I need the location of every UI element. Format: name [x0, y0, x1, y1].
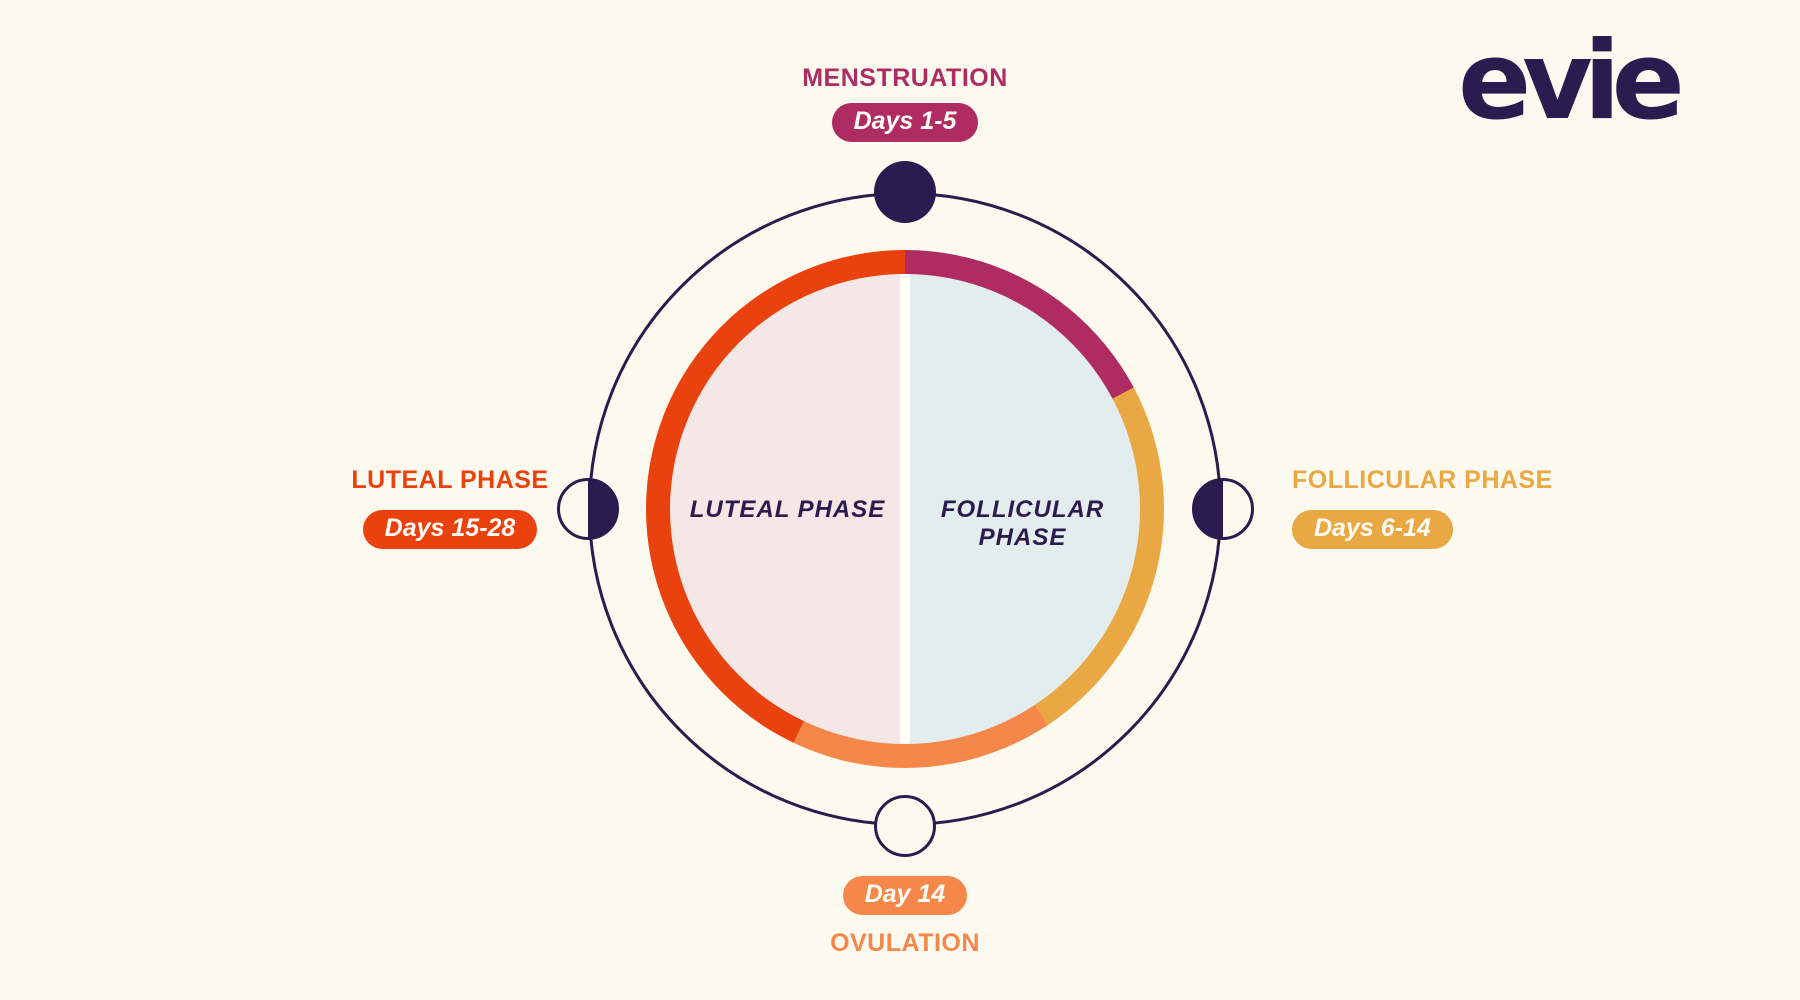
luteal-label-group: LUTEAL PHASE Days 15-28 [250, 468, 650, 549]
evie-logo: evie [1458, 19, 1685, 144]
follicular-days-badge: Days 6-14 [1292, 510, 1453, 549]
cycle-inner-disc: LUTEAL PHASE FOLLICULAR PHASE [670, 274, 1140, 744]
inner-label-luteal: LUTEAL PHASE [689, 496, 886, 523]
follicular-label-group: FOLLICULAR PHASE Days 6-14 [1292, 468, 1712, 549]
follicular-title: FOLLICULAR PHASE [1292, 466, 1553, 494]
menstruation-days-badge: Days 1-5 [831, 103, 979, 142]
luteal-days-badge: Days 15-28 [362, 510, 538, 549]
menstruation-title: MENSTRUATION [802, 64, 1008, 92]
node-luteal-marker [557, 478, 619, 540]
menstruation-label-group: MENSTRUATION Days 1-5 [705, 66, 1105, 142]
luteal-title: LUTEAL PHASE [351, 466, 549, 494]
ovulation-title: OVULATION [830, 929, 980, 957]
ovulation-label-group: Day 14 OVULATION [705, 876, 1105, 956]
node-follicular-marker [1192, 478, 1254, 540]
node-menstruation-marker [874, 161, 936, 223]
node-ovulation-marker [874, 795, 936, 857]
inner-label-follicular: FOLLICULAR PHASE [940, 496, 1105, 551]
ovulation-days-badge: Day 14 [842, 876, 968, 915]
